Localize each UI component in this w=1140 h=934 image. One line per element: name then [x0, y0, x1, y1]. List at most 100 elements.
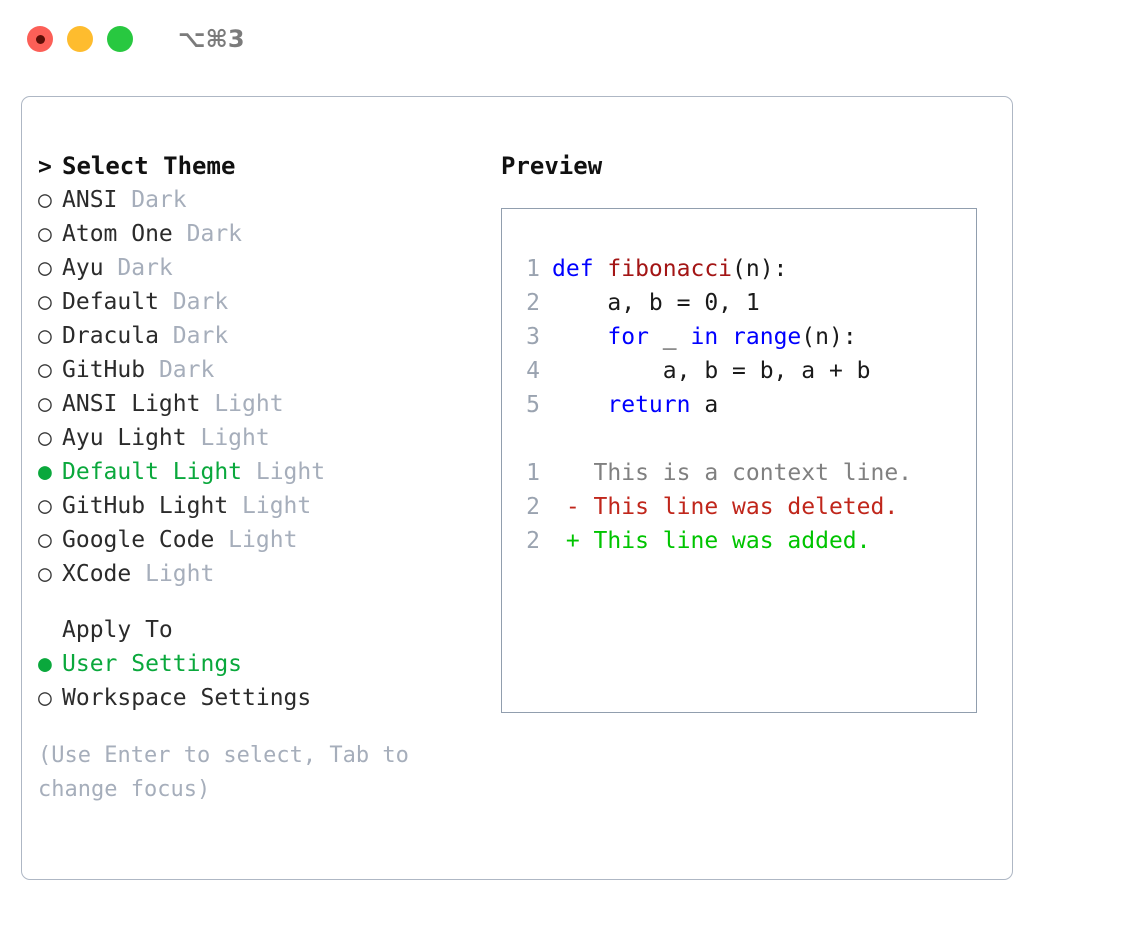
theme-category: Light: [200, 391, 284, 417]
section-spacer: [38, 591, 488, 613]
theme-name: GitHub: [62, 357, 146, 383]
theme-list-item[interactable]: ○ Google Code Light: [38, 523, 488, 557]
code-token-txt: _: [648, 324, 691, 350]
line-number: 2: [526, 494, 540, 520]
radio-unselected-icon[interactable]: ○: [38, 425, 52, 451]
code-line: 5 return a: [514, 388, 970, 422]
theme-name: Default Light: [62, 459, 243, 485]
theme-category: Dark: [117, 187, 187, 213]
code-line: 2 + This line was added.: [514, 524, 970, 558]
keyboard-shortcut-label: ⌥⌘3: [178, 25, 245, 53]
theme-list-item[interactable]: ○ Ayu Dark: [38, 251, 488, 285]
apply-to-title: Apply To: [62, 617, 173, 643]
radio-unselected-icon[interactable]: ○: [38, 493, 52, 519]
theme-category: Light: [242, 459, 326, 485]
code-token-txt: [552, 392, 607, 418]
code-token-txt: a: [690, 392, 719, 418]
radio-unselected-icon[interactable]: ○: [38, 289, 52, 315]
theme-name: Dracula: [62, 323, 159, 349]
theme-list-item[interactable]: ○ GitHub Dark: [38, 353, 488, 387]
code-token-del: - This line was deleted.: [552, 494, 899, 520]
theme-list-item[interactable]: ○ XCode Light: [38, 557, 488, 591]
code-line: 3 for _ in range(n):: [514, 320, 970, 354]
window-controls: [27, 26, 133, 52]
apply-to-list: ● User Settings ○ Workspace Settings: [38, 647, 488, 715]
code-token-txt: (n):: [801, 324, 857, 350]
radio-unselected-icon[interactable]: ○: [38, 221, 52, 247]
theme-list-item[interactable]: ○Default Dark: [38, 285, 488, 319]
theme-name: Ayu Light: [62, 425, 187, 451]
code-token-txt: a, b = 0, 1: [552, 290, 760, 316]
apply-to-indent: ○: [38, 613, 62, 647]
apply-to-label: Workspace Settings: [62, 685, 312, 711]
apply-to-option[interactable]: ● User Settings: [38, 647, 488, 681]
theme-name: Google Code: [62, 527, 215, 553]
header-prefix-icon: >: [38, 154, 52, 180]
select-theme-header: >Select Theme: [38, 149, 488, 183]
radio-unselected-icon[interactable]: ○: [38, 357, 52, 383]
theme-category: Light: [131, 561, 215, 587]
theme-name: ANSI Light: [62, 391, 201, 417]
code-token-add: + This line was added.: [552, 528, 871, 554]
code-token-txt: (n):: [732, 256, 788, 282]
main-panel: >Select Theme ○ANSI Dark○Atom One Dark○A…: [21, 96, 1013, 880]
code-line: 1 def fibonacci(n):: [514, 252, 970, 286]
code-line: 2 a, b = 0, 1: [514, 286, 970, 320]
theme-category: Dark: [158, 323, 229, 349]
apply-to-option[interactable]: ○ Workspace Settings: [38, 681, 488, 715]
theme-name: ANSI: [62, 187, 118, 213]
theme-name: Atom One: [62, 221, 173, 247]
code-line: 4 a, b = b, a + b: [514, 354, 970, 388]
theme-picker-column: >Select Theme ○ANSI Dark○Atom One Dark○A…: [38, 149, 488, 807]
code-token-txt: [718, 324, 732, 350]
theme-name: Ayu: [62, 255, 104, 281]
radio-selected-icon[interactable]: ●: [38, 651, 52, 677]
minimize-button[interactable]: [67, 26, 93, 52]
code-token-fn: fibonacci: [607, 256, 733, 282]
code-token-kw: def: [552, 256, 608, 282]
radio-selected-icon[interactable]: ●: [38, 459, 52, 485]
apply-to-label: User Settings: [62, 651, 243, 677]
theme-list-item[interactable]: ○ ANSI Dark: [38, 183, 488, 217]
theme-category: Light: [186, 425, 270, 451]
title-bar: ⌥⌘3: [0, 0, 1140, 78]
code-token-kw: range: [732, 324, 802, 350]
radio-unselected-icon[interactable]: ○: [38, 561, 52, 587]
theme-list-item[interactable]: ● Default Light Light: [38, 455, 488, 489]
line-number: 1: [526, 256, 540, 282]
code-token-kw: in: [690, 324, 719, 350]
line-number: 1: [526, 460, 540, 486]
radio-unselected-icon[interactable]: ○: [38, 527, 52, 553]
diff-sample: 1 This is a context line.2 - This line w…: [514, 456, 970, 558]
radio-unselected-icon[interactable]: ○: [38, 323, 52, 349]
maximize-button[interactable]: [107, 26, 133, 52]
theme-list-item[interactable]: ○ Dracula Dark: [38, 319, 488, 353]
code-line: 2 - This line was deleted.: [514, 490, 970, 524]
theme-category: Dark: [103, 255, 173, 281]
theme-category: Light: [214, 527, 298, 553]
code-diff-spacer: [514, 422, 970, 456]
theme-list-item[interactable]: ○ Atom One Dark: [38, 217, 488, 251]
code-token-txt: [552, 324, 607, 350]
keyboard-hint: (Use Enter to select, Tab to change focu…: [38, 743, 409, 802]
radio-unselected-icon[interactable]: ○: [38, 255, 52, 281]
line-number: 5: [526, 392, 540, 418]
theme-name: Default: [62, 289, 159, 315]
theme-category: Dark: [145, 357, 215, 383]
radio-unselected-icon[interactable]: ○: [38, 187, 52, 213]
theme-list: ○ ANSI Dark ○ Atom One Dark ○ Ayu Dark ○ Defaul…: [38, 183, 488, 591]
close-button[interactable]: [27, 26, 53, 52]
theme-list-item[interactable]: ○ ANSI Light Light: [38, 387, 488, 421]
theme-category: Dark: [172, 221, 243, 247]
theme-list-item[interactable]: ○ Ayu Light Light: [38, 421, 488, 455]
theme-name: XCode: [62, 561, 132, 587]
line-number: 2: [526, 528, 540, 554]
radio-unselected-icon[interactable]: ○: [38, 391, 52, 417]
line-number: 3: [526, 324, 540, 350]
radio-unselected-icon[interactable]: ○: [38, 685, 52, 711]
theme-name: GitHub Light: [62, 493, 229, 519]
theme-list-item[interactable]: ○GitHub Light Light: [38, 489, 488, 523]
